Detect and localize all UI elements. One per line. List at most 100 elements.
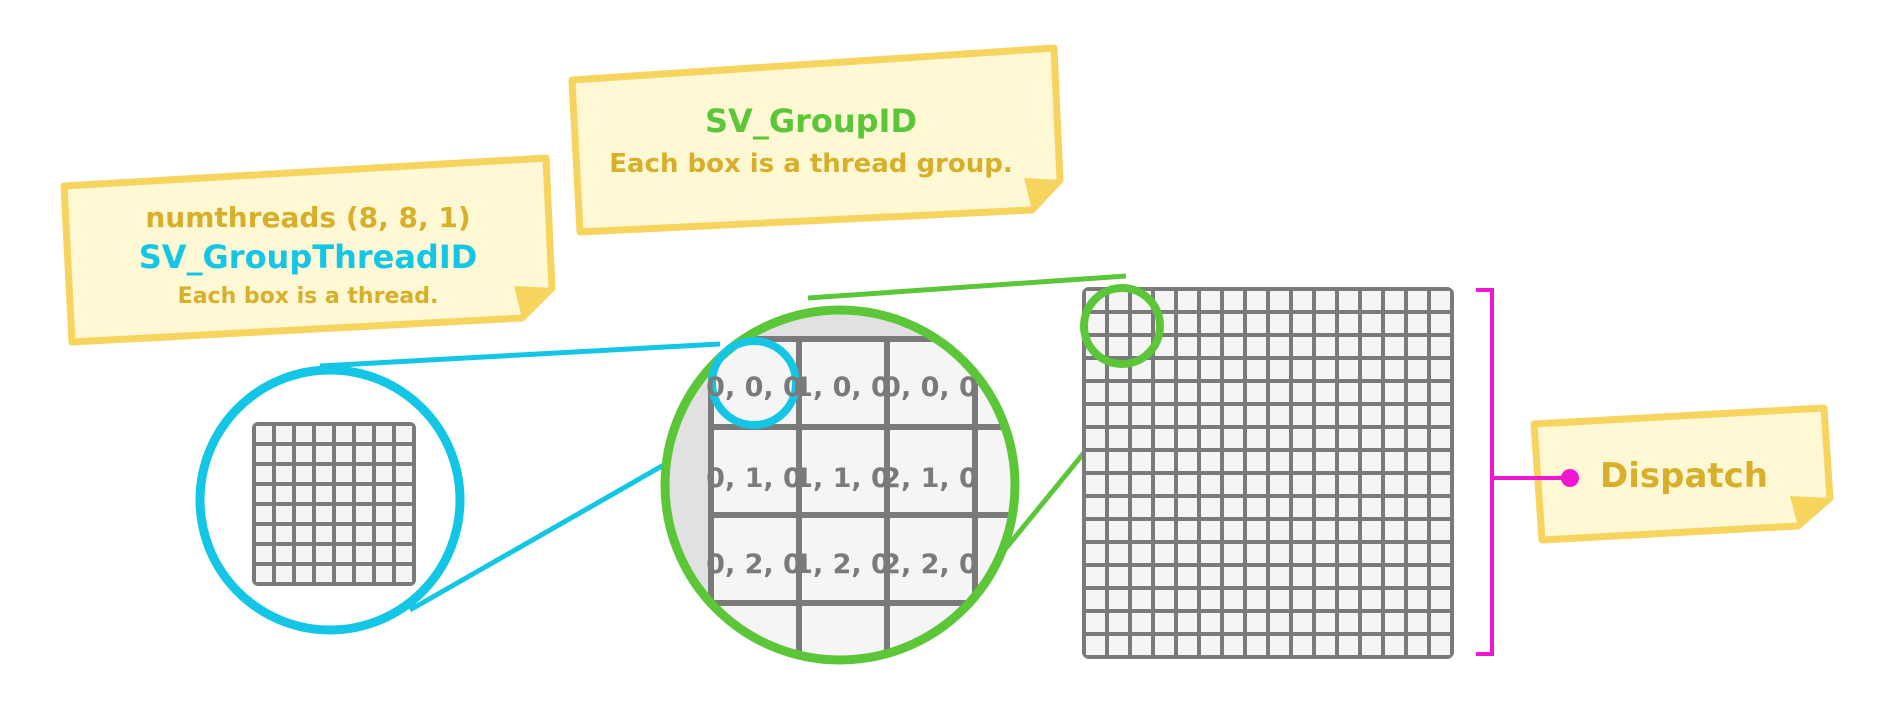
grid-cell <box>1339 452 1358 471</box>
grid-cell <box>1201 291 1220 310</box>
grid-cell <box>1109 521 1128 540</box>
grid-cell <box>1408 590 1427 609</box>
grid-cell <box>1339 383 1358 402</box>
grid-cell <box>1316 314 1335 333</box>
grid-cell <box>1224 429 1243 448</box>
grid-cell <box>276 426 292 442</box>
grid-cell <box>1178 521 1197 540</box>
grid-cell <box>1362 406 1381 425</box>
cell-label: 1, 1, 0 <box>794 463 890 494</box>
grid-cell <box>1339 429 1358 448</box>
grid-cell <box>376 446 392 462</box>
grid-cell <box>316 486 332 502</box>
grid-cell <box>1178 429 1197 448</box>
grid-cell <box>396 546 412 562</box>
grid-cell <box>1086 636 1105 655</box>
grid-cell <box>1408 429 1427 448</box>
grid-cell <box>1385 314 1404 333</box>
connector-dot-icon <box>1561 469 1579 487</box>
grid-cell <box>978 342 1015 424</box>
grid-cell <box>256 566 272 582</box>
grid-cell <box>1224 521 1243 540</box>
grid-cell <box>1247 406 1266 425</box>
grid-cell <box>376 486 392 502</box>
dispatch-grid <box>1082 287 1454 659</box>
grid-cell <box>376 506 392 522</box>
grid-cell <box>1109 383 1128 402</box>
grid-cell <box>1086 314 1105 333</box>
grid-cell <box>336 546 352 562</box>
grid-cell <box>1316 544 1335 563</box>
grid-cell <box>1293 383 1312 402</box>
grid-cell <box>1155 636 1174 655</box>
grid-cell <box>1086 590 1105 609</box>
grid-cell <box>1178 360 1197 379</box>
grid-cell <box>1178 498 1197 517</box>
grid-cell <box>1339 613 1358 632</box>
grid-cell <box>1224 406 1243 425</box>
grid-cell <box>1224 613 1243 632</box>
grid-cell <box>1132 452 1151 471</box>
grid-cell <box>1362 475 1381 494</box>
grid-cell <box>1339 291 1358 310</box>
grid-cell <box>1270 291 1289 310</box>
grid-cell <box>256 446 272 462</box>
grid-cell <box>1201 452 1220 471</box>
thread-grid <box>252 422 416 586</box>
grid-cell <box>1224 544 1243 563</box>
grid-cell <box>1155 383 1174 402</box>
grid-cell <box>1270 521 1289 540</box>
grid-cell <box>1385 613 1404 632</box>
grid-cell <box>1293 475 1312 494</box>
grid-cell <box>1362 291 1381 310</box>
grid-cell <box>1385 383 1404 402</box>
grid-cell <box>276 566 292 582</box>
grid-cell <box>1270 475 1289 494</box>
grid-cell <box>296 446 312 462</box>
grid-cell <box>356 446 372 462</box>
grid-cell <box>1293 613 1312 632</box>
grid-cell <box>276 466 292 482</box>
grid-cell <box>1201 337 1220 356</box>
grid-cell <box>396 566 412 582</box>
grid-cell <box>396 486 412 502</box>
cell-label: 0, 2, 0 <box>706 549 802 580</box>
grid-cell <box>1316 590 1335 609</box>
grid-cell <box>256 466 272 482</box>
grid-cell <box>1385 291 1404 310</box>
grid-cell <box>1086 383 1105 402</box>
grid-cell <box>1293 314 1312 333</box>
grid-cell <box>1201 314 1220 333</box>
grid-cell <box>1362 360 1381 379</box>
grid-cell <box>1247 544 1266 563</box>
grid-cell <box>1155 521 1174 540</box>
grid-cell <box>1385 590 1404 609</box>
grid-cell <box>1132 544 1151 563</box>
note-group-thread-id: numthreads (8, 8, 1) SV_GroupThreadID Ea… <box>60 154 556 346</box>
grid-cell <box>1339 498 1358 517</box>
grid-cell <box>256 486 272 502</box>
grid-cell <box>1224 636 1243 655</box>
grid-cell <box>1178 314 1197 333</box>
grid-cell <box>276 506 292 522</box>
grid-cell <box>1086 544 1105 563</box>
grid-cell <box>1385 521 1404 540</box>
dispatch-bracket <box>1476 288 1579 656</box>
grid-cell <box>1339 567 1358 586</box>
grid-cell <box>1178 567 1197 586</box>
grid-cell <box>1224 498 1243 517</box>
grid-cell <box>1247 452 1266 471</box>
grid-cell <box>1132 383 1151 402</box>
grid-cell <box>1155 544 1174 563</box>
grid-cell <box>1408 452 1427 471</box>
note-dispatch: Dispatch <box>1530 404 1834 544</box>
grid-cell <box>1293 544 1312 563</box>
grid-cell <box>1408 636 1427 655</box>
grid-cell <box>1247 337 1266 356</box>
grid-cell <box>802 606 884 660</box>
grid-cell <box>1408 567 1427 586</box>
grid-cell <box>1362 613 1381 632</box>
grid-cell <box>1109 291 1128 310</box>
grid-cell <box>1293 406 1312 425</box>
grid-cell <box>356 506 372 522</box>
